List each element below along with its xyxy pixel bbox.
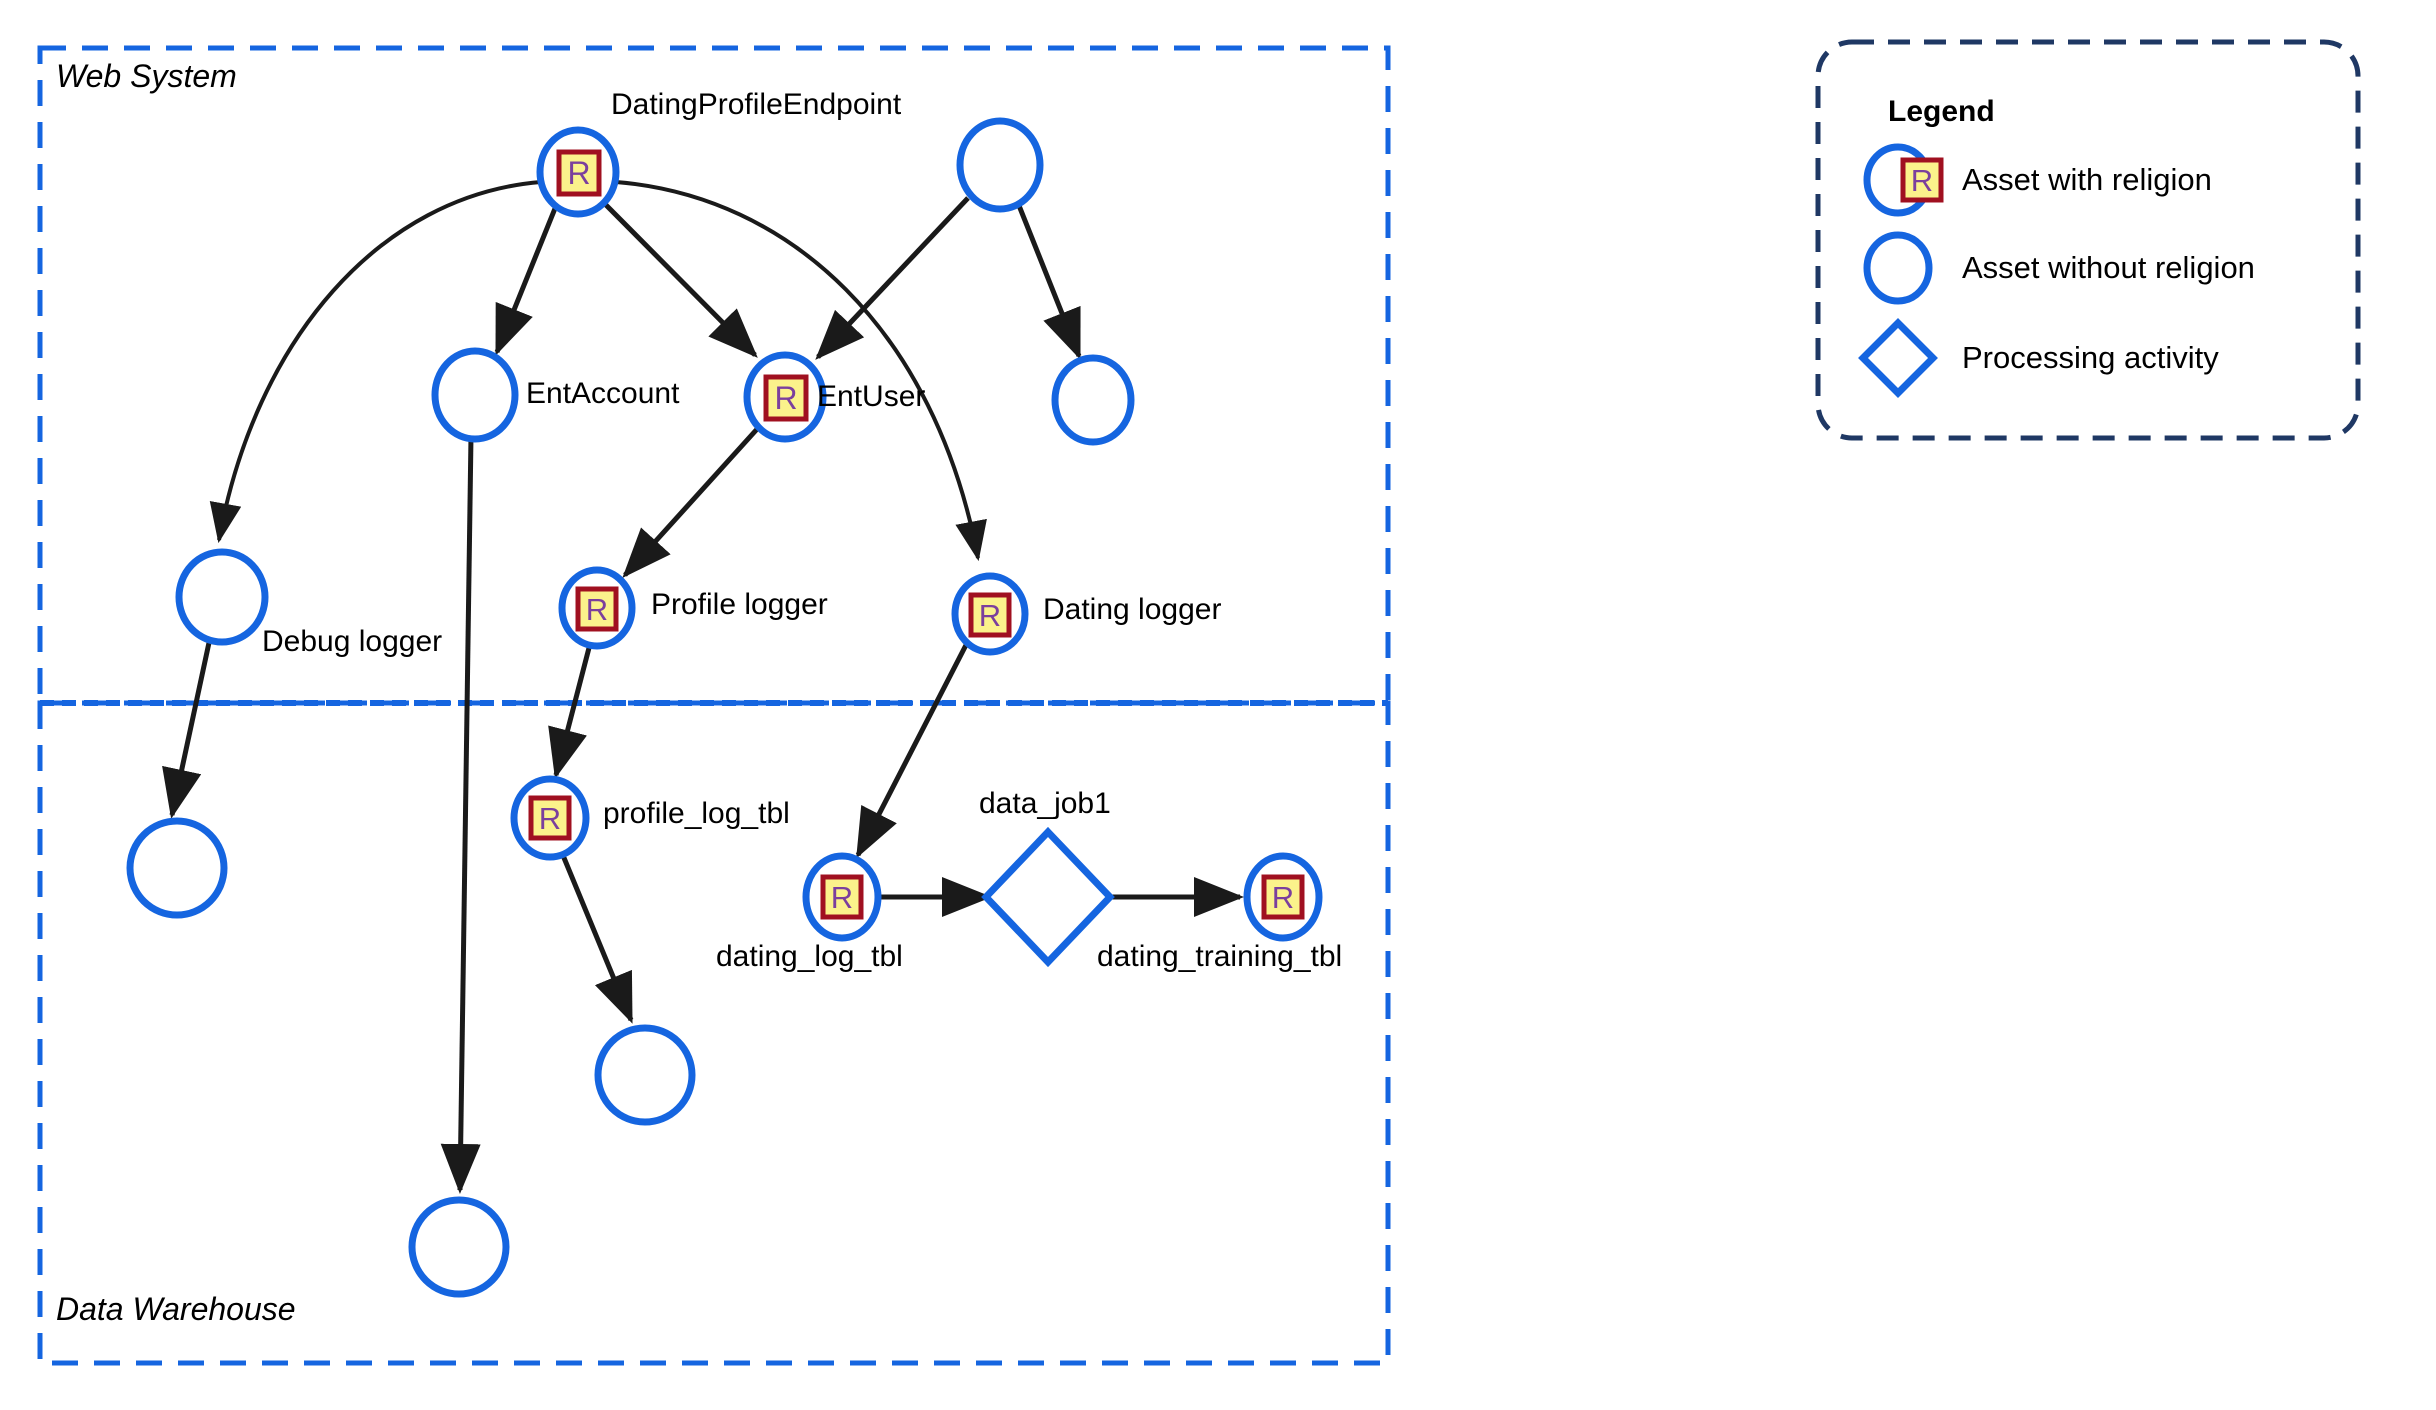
node-unlabeled-5[interactable] [408, 1196, 510, 1298]
edge-profile-logger-profile-log-tbl [548, 643, 593, 779]
legend-label-asset-without-religion: Asset without religion [1962, 250, 2255, 285]
religion-badge-letter: R [567, 155, 590, 191]
node-layer: R R [126, 117, 1323, 1298]
religion-badge [820, 874, 864, 920]
legend-label-processing-activity: Processing activity [1962, 340, 2219, 375]
node-ent-account[interactable] [431, 347, 519, 443]
legend-label-asset-with-religion: Asset with religion [1962, 162, 2212, 197]
node-dating-logger[interactable]: R [951, 572, 1029, 656]
religion-badge [763, 374, 809, 422]
node-ent-user[interactable]: R [743, 351, 827, 443]
edge-dating-profile-endpoint-debug-logger [209, 180, 542, 544]
edge-unlabeled-1-unlabeled-2 [1015, 202, 1082, 360]
node-unlabeled-2[interactable] [1051, 354, 1135, 446]
edge-profile-log-tbl-unlabeled-4 [559, 852, 634, 1024]
religion-badge [528, 795, 572, 841]
node-label-profile-log-tbl: profile_log_tbl [603, 797, 790, 830]
node-label-dating-training-tbl: dating_training_tbl [1097, 940, 1343, 973]
religion-badge-letter: R [586, 592, 608, 627]
node-unlabeled-3[interactable] [126, 817, 228, 919]
node-label-profile-logger: Profile logger [651, 588, 828, 621]
religion-badge [556, 149, 602, 197]
node-dating-log-tbl[interactable]: R [802, 852, 882, 942]
religion-badge [968, 592, 1012, 638]
religion-badge-letter: R [774, 380, 797, 416]
node-label-data-job1: data_job1 [979, 787, 1111, 820]
node-label-debug-logger: Debug logger [262, 625, 443, 658]
zone-label-web-system: Web System [56, 58, 237, 94]
node-label-ent-account: EntAccount [526, 377, 680, 410]
node-dating-profile-endpoint[interactable]: R [536, 126, 620, 218]
node-label-dating-log-tbl: dating_log_tbl [716, 940, 903, 973]
edge-ent-account-unlabeled-5 [440, 435, 481, 1194]
edge-ent-user-profile-logger [622, 426, 760, 578]
edge-dating-profile-endpoint-ent-account [494, 205, 559, 356]
edge-debug-logger-unlabeled-3 [162, 637, 213, 819]
legend-swatch-processing-activity [1858, 318, 1938, 398]
legend-swatch-asset-without-religion [1863, 231, 1933, 305]
node-label-dating-profile-endpoint: DatingProfileEndpoint [611, 88, 902, 121]
node-profile-log-tbl[interactable]: R [510, 775, 590, 861]
edge-unlabeled-1-ent-user [815, 196, 970, 360]
edge-dating-logger-dating-log-tbl [855, 643, 969, 859]
religion-badge-letter: R [1272, 880, 1294, 915]
legend-panel: R [1815, 39, 2361, 441]
node-dating-training-tbl[interactable]: R [1243, 852, 1323, 942]
religion-badge-letter: R [979, 598, 1001, 633]
node-debug-logger[interactable] [175, 548, 269, 646]
zone-web-system [37, 45, 1391, 706]
node-profile-logger[interactable]: R [558, 566, 636, 650]
node-unlabeled-4[interactable] [594, 1024, 696, 1126]
legend-swatch-asset-with-religion: R [1863, 143, 1944, 217]
edge-layer [162, 180, 1245, 1194]
node-data-job1[interactable] [981, 826, 1115, 968]
religion-badge-letter: R [831, 880, 853, 915]
religion-badge [1261, 874, 1305, 920]
edge-dating-profile-endpoint-ent-user [603, 202, 758, 358]
node-label-dating-logger: Dating logger [1043, 593, 1222, 626]
svg-text:R: R [1911, 163, 1933, 198]
edge-dating-profile-endpoint-dating-logger [615, 180, 987, 562]
node-unlabeled-1[interactable] [956, 117, 1044, 213]
node-label-ent-user: EntUser [817, 380, 926, 413]
religion-badge [575, 586, 619, 632]
zone-label-data-warehouse: Data Warehouse [56, 1291, 296, 1327]
religion-badge-letter: R [539, 801, 561, 836]
legend-title: Legend [1888, 95, 1995, 128]
